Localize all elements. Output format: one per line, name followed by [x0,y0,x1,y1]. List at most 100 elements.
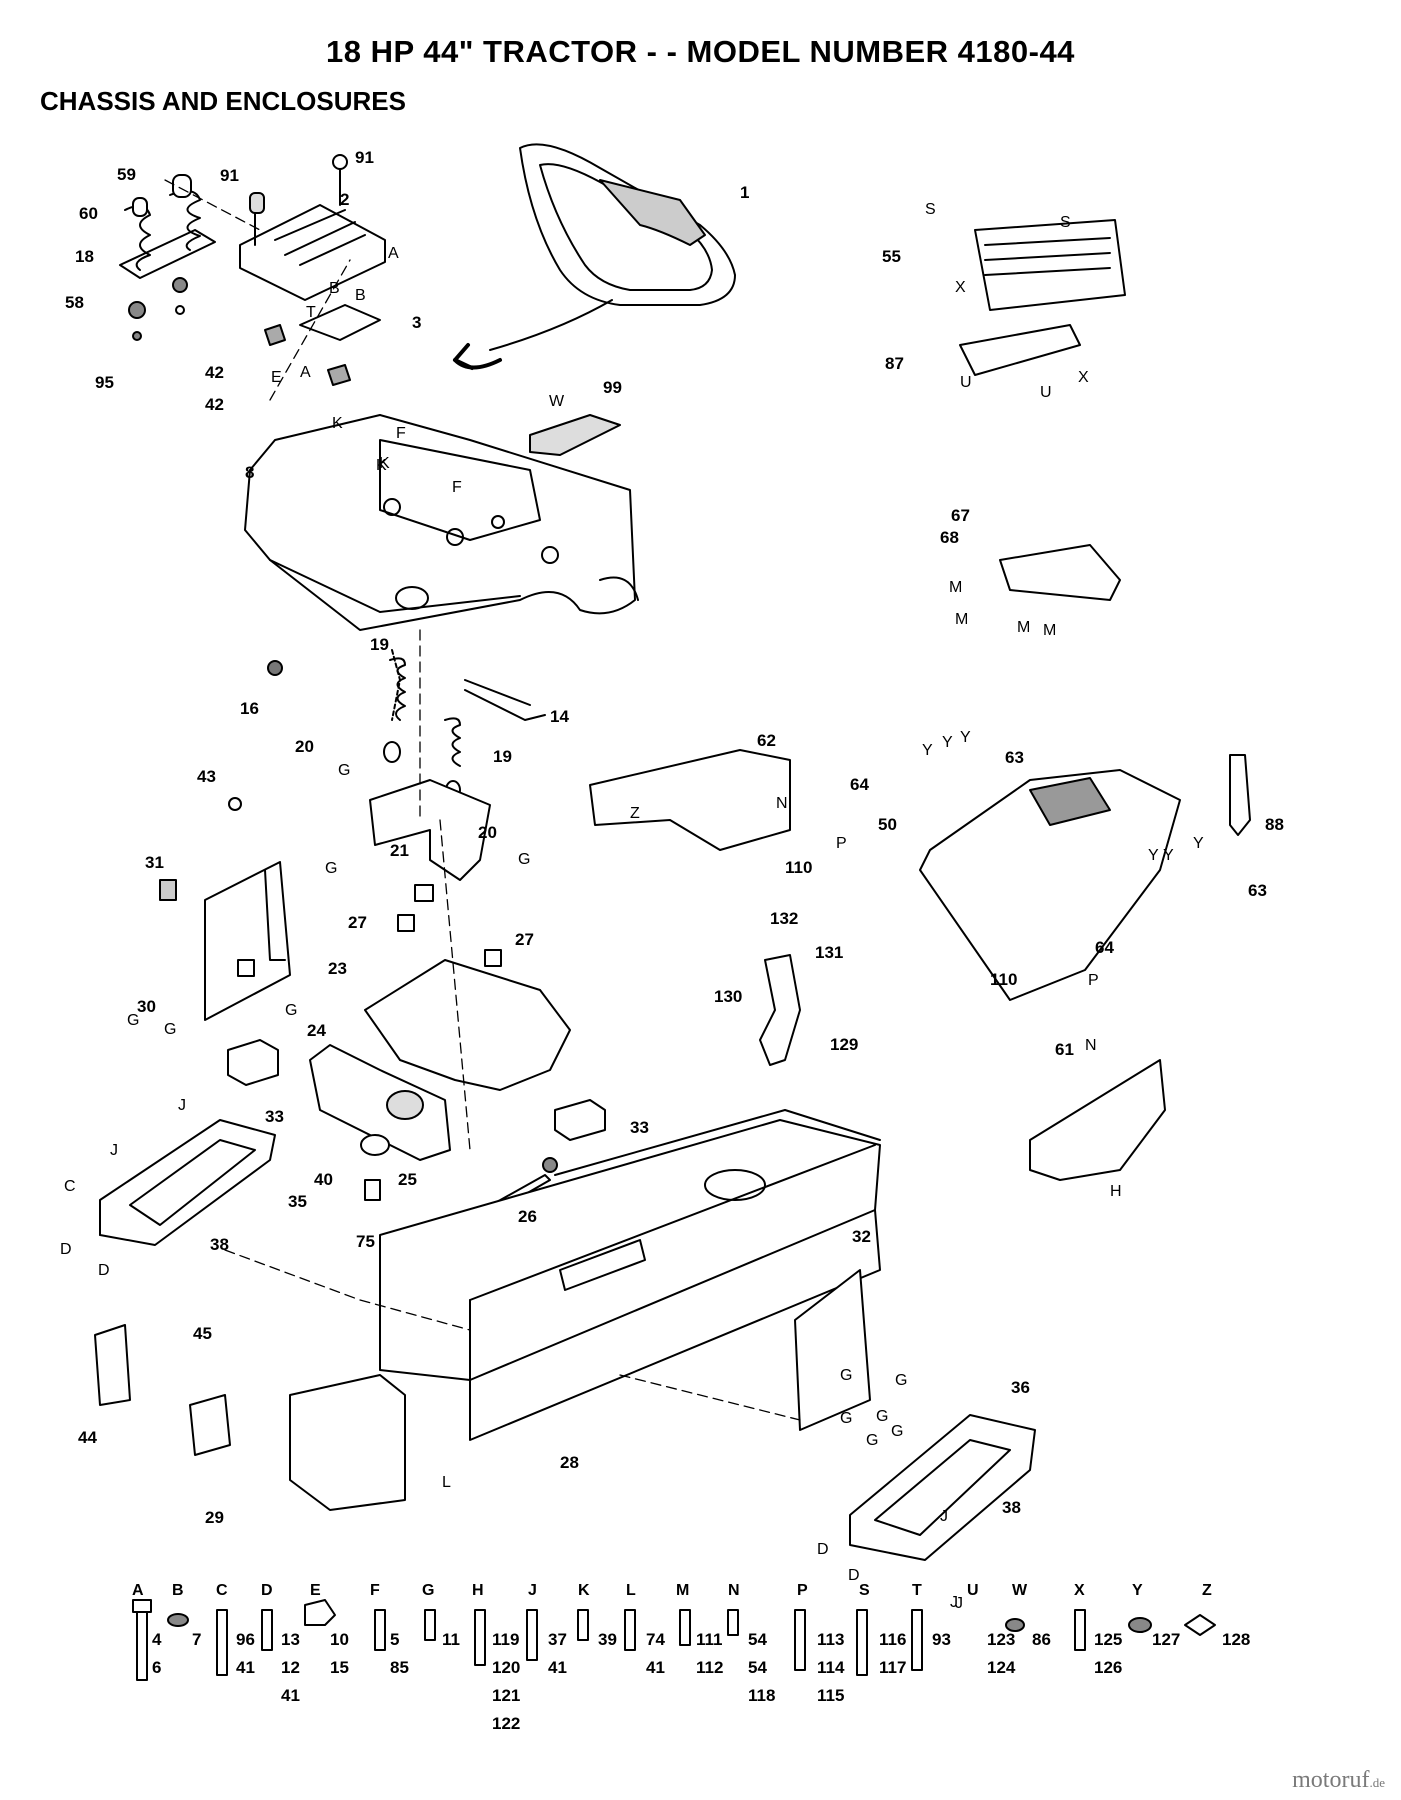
callout-59: 59 [117,165,136,184]
connector-letter-A: A [300,364,311,381]
callout-20: 20 [478,823,497,842]
callout-68: 68 [940,528,959,547]
part-spacer [554,1099,606,1141]
part-cap [360,1134,390,1156]
connector-letter-N: N [776,795,788,812]
connector-letter-G: G [518,851,530,868]
legend-letter-Z: Z [1202,1582,1212,1599]
legend-part-118: 118 [748,1686,775,1705]
part-seat-adjuster [369,649,546,881]
connector-letter-G: G [338,762,350,779]
legend-letter-F: F [370,1582,380,1599]
connector-letter-Z: Z [630,805,640,822]
callout-31: 31 [145,853,164,872]
legend-part-12: 12 [281,1658,300,1677]
callout-42: 42 [205,395,224,414]
callout-29: 29 [205,1508,224,1527]
connector-letter-U: U [1040,384,1052,401]
connector-letter-M: M [955,611,968,628]
legend-part-93: 93 [932,1630,951,1649]
connector-letter-S: S [1060,214,1071,231]
callout-2: 2 [340,190,349,209]
callout-91: 91 [355,148,374,167]
callout-45: 45 [193,1324,212,1343]
legend-part-6: 6 [152,1658,161,1677]
connector-letter-G: G [866,1432,878,1449]
callout-91: 91 [220,166,239,185]
part-seat-bracket [239,154,386,301]
callout-130: 130 [714,987,742,1006]
part-fastener [542,1157,558,1173]
part-clip [327,364,351,386]
hardware-legend-drawings [132,1599,1216,1681]
connector-letter-T: T [306,304,316,321]
callout-8: 8 [245,463,254,482]
legend-part-111: 111 [696,1630,723,1649]
callout-26: 26 [518,1207,537,1226]
connector-letter-F: F [396,425,406,442]
legend-part-126: 126 [1094,1658,1122,1677]
callout-25: 25 [398,1170,417,1189]
callout-63: 63 [1248,881,1267,900]
legend-letter-H: H [472,1582,484,1599]
connector-letter-P: P [1088,972,1099,989]
part-fuel-fitting [364,1179,381,1201]
legend-part-127: 127 [1152,1630,1180,1649]
callout-132: 132 [770,909,798,928]
part-dash-panel [589,749,791,851]
part-clip [264,324,286,346]
connector-letter-S: S [925,201,936,218]
connector-letter-G: G [891,1423,903,1440]
legend-part-114: 114 [817,1658,845,1677]
callout-60: 60 [79,204,98,223]
legend-letter-E: E [310,1582,321,1599]
callout-32: 32 [852,1227,871,1246]
connector-letter-N: N [1085,1037,1097,1054]
section-subtitle: CHASSIS AND ENCLOSURES [40,86,406,116]
callout-23: 23 [328,959,347,978]
part-right-footrest [849,1414,1036,1561]
connector-letter-G: G [325,860,337,877]
legend-letter-P: P [797,1582,808,1599]
callout-27: 27 [348,913,367,932]
connector-letter-D: D [60,1241,72,1258]
callout-1: 1 [740,183,749,202]
callout-19: 19 [493,747,512,766]
callout-20: 20 [295,737,314,756]
legend-part-41: 41 [548,1658,567,1677]
callout-58: 58 [65,293,84,312]
legend-part-119: 119 [492,1630,519,1649]
legend-letter-L: L [626,1582,636,1599]
callout-44: 44 [78,1428,97,1447]
legend-letter-S: S [859,1582,870,1599]
connector-letter-C: C [64,1178,76,1195]
part-left-footrest [99,1119,276,1246]
connector-letter-G: G [127,1012,139,1029]
legend-letter-U: U [967,1582,979,1599]
part-front-bracket [289,1374,406,1511]
legend-letter-D: D [261,1582,273,1599]
legend-part-5: 5 [390,1630,399,1649]
connector-letter-H: H [1110,1183,1122,1200]
legend-letter-K: K [578,1582,590,1599]
part-bracket-45 [189,1394,231,1456]
connector-letter-D: D [817,1541,829,1558]
callout-75: 75 [356,1232,375,1251]
callout-95: 95 [95,373,114,392]
callout-129: 129 [830,1035,858,1054]
callout-28: 28 [560,1453,579,1472]
callout-35: 35 [288,1192,307,1211]
part-hood [919,769,1181,1001]
part-hood-trim [999,544,1121,601]
legend-part-121: 121 [492,1686,520,1705]
legend-letter-M: M [676,1582,689,1599]
legend-part-4: 4 [152,1630,162,1649]
callout-27: 27 [515,930,534,949]
callout-62: 62 [757,731,776,750]
part-hardware-43 [228,797,242,811]
connector-letter-K: K [376,457,387,474]
part-bumper [484,949,502,967]
legend-part-54: 54 [748,1630,767,1649]
part-seat [453,143,736,370]
callout-layer: 1238141618191920202123242526272728293031… [65,148,1284,1527]
